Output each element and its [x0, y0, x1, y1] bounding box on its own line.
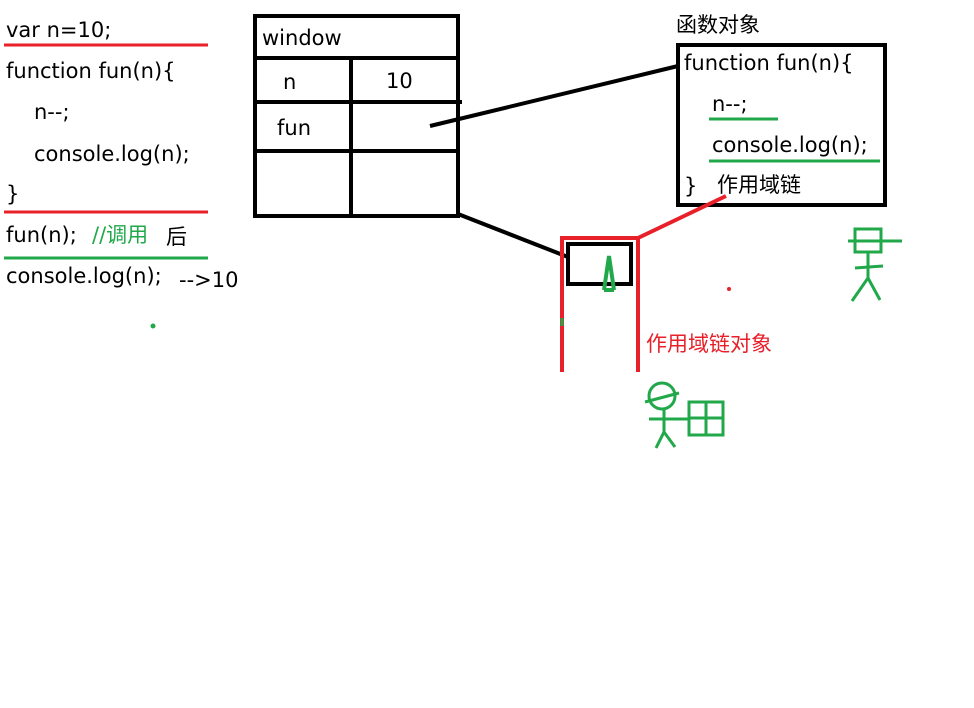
window-table-value-n: 10: [386, 69, 413, 93]
code-line-call: fun(n);: [6, 223, 77, 247]
function-object-close-brace: }: [684, 174, 698, 198]
function-object-frame: [676, 43, 887, 207]
red-dot: [727, 287, 731, 291]
code-line-log: console.log(n);: [6, 264, 162, 288]
green-dot-left: [150, 323, 156, 329]
scope-chain-object-outline: [560, 236, 640, 372]
code-line-log-note: -->10: [179, 268, 239, 292]
code-line-var: var n=10;: [6, 18, 112, 42]
function-object-line-1: function fun(n){: [684, 51, 854, 75]
green-stick-figure-top: [848, 227, 902, 302]
window-table-name-fun: fun: [277, 116, 312, 140]
window-table-name-n: n: [283, 70, 297, 94]
function-object-scope-chain-label: 作用域链: [717, 173, 801, 197]
function-object-heading: 函数对象: [676, 13, 760, 37]
function-object-line-2: n--;: [712, 92, 748, 116]
code-line-decrement: n--;: [34, 100, 70, 124]
scope-chain-link-line: [637, 194, 727, 240]
function-object-line-3: console.log(n);: [712, 133, 868, 157]
code-line-function: function fun(n){: [6, 59, 176, 83]
code-line-call-suffix: 后: [166, 225, 187, 249]
fun-to-function-object-line: [429, 64, 679, 128]
green-stick-figure-bottom: [644, 381, 725, 449]
window-table-title: window: [262, 26, 342, 50]
scope-inner-box: [566, 242, 633, 286]
code-line-console: console.log(n);: [34, 142, 190, 166]
code-line-call-comment: //调用: [92, 223, 149, 247]
window-to-scope-box-line: [457, 212, 569, 259]
scope-chain-object-label: 作用域链对象: [646, 332, 772, 356]
window-table-frame: [253, 14, 460, 218]
code-line-close-brace: }: [6, 182, 20, 206]
green-up-arrow-glyph: [602, 255, 616, 292]
